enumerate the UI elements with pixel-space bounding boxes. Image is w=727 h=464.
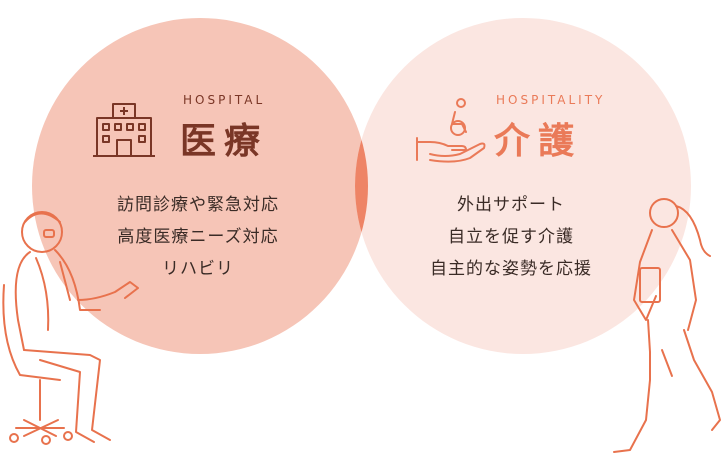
hospitality-items: 外出サポート 自立を促す介護 自主的な姿勢を応援 bbox=[403, 189, 619, 285]
hospital-title: 医療 bbox=[180, 121, 269, 162]
list-item: 外出サポート bbox=[457, 195, 565, 215]
hospital-building-icon bbox=[93, 103, 155, 157]
list-item: 高度医療ニーズ対応 bbox=[117, 227, 279, 247]
list-item: 訪問診療や緊急対応 bbox=[117, 195, 279, 215]
care-hand-wheelchair-icon bbox=[416, 98, 486, 163]
nurse-walking-illustration bbox=[613, 198, 721, 453]
list-item: 自立を促す介護 bbox=[448, 227, 574, 247]
list-item: 自主的な姿勢を応援 bbox=[430, 259, 592, 279]
hospitality-circle bbox=[355, 18, 691, 354]
hospital-circle bbox=[32, 18, 368, 354]
hospital-items: 訪問診療や緊急対応 高度医療ニーズ対応 リハビリ bbox=[90, 189, 306, 285]
hospital-subtitle: HOSPITAL bbox=[183, 93, 266, 107]
doctor-sitting-illustration bbox=[2, 211, 139, 445]
hospitality-title: 介護 bbox=[494, 121, 583, 162]
list-item: リハビリ bbox=[162, 259, 234, 279]
hospitality-subtitle: HOSPITALITY bbox=[496, 93, 606, 107]
